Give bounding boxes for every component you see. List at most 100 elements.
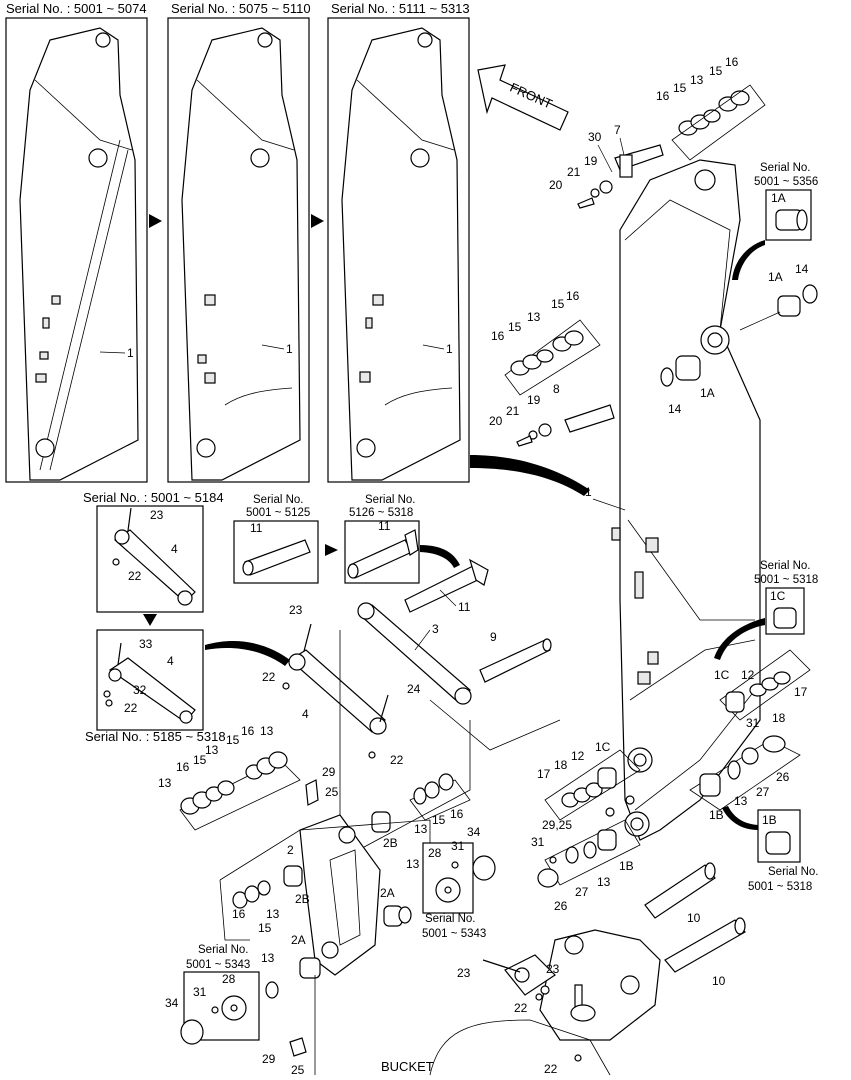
svg-text:25: 25 <box>325 785 339 799</box>
top-panel-2-serial: Serial No. : 5075 ~ 5110 <box>171 1 311 16</box>
callout-7: 7 <box>614 123 621 137</box>
front-arrow-icon: FRONT <box>477 64 569 131</box>
svg-text:13: 13 <box>261 951 275 965</box>
top-panel-1: Serial No. : 5001 ~ 5074 1 <box>5 1 148 483</box>
callout-30: 30 <box>588 130 602 144</box>
callout-19: 19 <box>584 154 598 168</box>
svg-text:23: 23 <box>546 962 560 976</box>
svg-text:Serial No.: Serial No. <box>760 162 811 174</box>
svg-text:1A: 1A <box>768 270 783 284</box>
svg-text:Serial No.: Serial No. <box>760 560 811 572</box>
svg-text:15: 15 <box>508 320 522 334</box>
svg-text:34: 34 <box>467 825 481 839</box>
svg-text:20: 20 <box>489 414 503 428</box>
svg-text:29,25: 29,25 <box>542 818 572 832</box>
callout-16: 16 <box>725 55 739 69</box>
svg-text:10: 10 <box>687 911 701 925</box>
svg-text:9: 9 <box>490 630 497 644</box>
svg-text:Serial No.: Serial No. <box>198 944 249 956</box>
bucket: BUCKET <box>381 929 661 1076</box>
svg-text:5001 ~ 5343: 5001 ~ 5343 <box>422 928 486 940</box>
top-panel-1-serial: Serial No. : 5001 ~ 5074 <box>6 1 147 16</box>
top-panel-3-serial: Serial No. : 5111 ~ 5313 <box>331 1 470 16</box>
svg-text:16: 16 <box>450 807 464 821</box>
svg-text:4: 4 <box>171 542 178 556</box>
svg-text:24: 24 <box>407 682 421 696</box>
svg-text:2: 2 <box>287 843 294 857</box>
svg-text:15: 15 <box>551 297 565 311</box>
svg-text:25: 25 <box>291 1063 305 1077</box>
bush-1b-box: 1B Serial No. 5001 ~ 5318 <box>748 809 819 893</box>
svg-text:2B: 2B <box>295 892 310 906</box>
pin-11-box-a: Serial No. 5001 ~ 5125 11 <box>233 494 319 584</box>
bush-1a-box: Serial No. 5001 ~ 5356 1A <box>754 162 818 241</box>
bracket-2: 2 2B 2B 2A 2A <box>283 811 403 979</box>
svg-text:5126 ~ 5318: 5126 ~ 5318 <box>349 507 413 519</box>
svg-text:4: 4 <box>302 707 309 721</box>
link-4-bottom-box: 33 4 32 22 Serial No. : 5185 ~ 5318 <box>85 629 226 744</box>
svg-text:16: 16 <box>232 907 246 921</box>
svg-text:Serial No.: Serial No. <box>768 866 819 878</box>
svg-text:3: 3 <box>432 622 439 636</box>
callout-15: 15 <box>673 81 687 95</box>
svg-text:31: 31 <box>193 985 207 999</box>
svg-text:29: 29 <box>322 765 336 779</box>
link-4-top-box: Serial No. : 5001 ~ 5184 23 4 22 <box>83 490 224 613</box>
svg-text:12: 12 <box>571 749 585 763</box>
svg-text:5001 ~ 5356: 5001 ~ 5356 <box>754 176 818 188</box>
svg-text:BUCKET: BUCKET <box>381 1059 434 1074</box>
svg-text:13: 13 <box>597 875 611 889</box>
svg-text:22: 22 <box>262 670 276 684</box>
svg-text:11: 11 <box>378 519 391 533</box>
next-arrow-icon <box>149 214 162 228</box>
svg-text:15: 15 <box>193 753 207 767</box>
washer-stack-left: 16 15 13 13 16 15 13 <box>158 724 301 831</box>
svg-text:1B: 1B <box>762 813 777 827</box>
svg-text:2A: 2A <box>291 933 306 947</box>
svg-text:11: 11 <box>458 600 471 614</box>
top-panel-3: Serial No. : 5111 ~ 5313 1 <box>327 1 470 483</box>
svg-text:22: 22 <box>390 753 404 767</box>
svg-text:23: 23 <box>150 508 164 522</box>
svg-text:22: 22 <box>124 701 138 715</box>
svg-text:2A: 2A <box>380 886 395 900</box>
svg-text:1C: 1C <box>595 740 611 754</box>
svg-text:1C: 1C <box>714 668 730 682</box>
callout-15: 15 <box>709 64 723 78</box>
svg-text:15: 15 <box>258 921 272 935</box>
washer-stack-top-right: 16 15 13 15 16 <box>656 55 766 161</box>
svg-text:2B: 2B <box>383 836 398 850</box>
svg-text:31: 31 <box>531 835 545 849</box>
svg-text:15: 15 <box>432 813 446 827</box>
svg-text:Serial No.: Serial No. <box>365 494 416 506</box>
svg-text:16: 16 <box>176 760 190 774</box>
svg-text:18: 18 <box>772 711 786 725</box>
svg-text:13: 13 <box>260 724 274 738</box>
svg-text:33: 33 <box>139 637 153 651</box>
svg-text:13: 13 <box>527 310 541 324</box>
svg-text:22: 22 <box>128 569 142 583</box>
svg-text:28: 28 <box>428 846 442 860</box>
svg-text:8: 8 <box>553 382 560 396</box>
svg-text:12: 12 <box>741 668 755 682</box>
svg-text:17: 17 <box>537 767 551 781</box>
top-panel-3-part: 1 <box>446 342 453 356</box>
svg-text:13: 13 <box>205 743 219 757</box>
svg-text:18: 18 <box>554 758 568 772</box>
svg-text:21: 21 <box>506 404 520 418</box>
svg-text:Serial No. : 5185 ~ 5318: Serial No. : 5185 ~ 5318 <box>85 729 226 744</box>
svg-text:22: 22 <box>544 1062 558 1076</box>
svg-text:5001 ~ 5125: 5001 ~ 5125 <box>246 507 310 519</box>
svg-text:28: 28 <box>222 972 236 986</box>
svg-text:26: 26 <box>776 770 790 784</box>
svg-text:5001 ~ 5318: 5001 ~ 5318 <box>748 881 812 893</box>
top-panel-2: Serial No. : 5075 ~ 5110 1 <box>167 1 311 483</box>
callout-20: 20 <box>549 178 563 192</box>
pin-11-box-b: Serial No. 5126 ~ 5318 11 <box>344 494 420 584</box>
svg-text:15: 15 <box>226 733 240 747</box>
svg-text:10: 10 <box>712 974 726 988</box>
top-panel-1-part: 1 <box>127 346 134 360</box>
callout-1: 1 <box>585 485 592 499</box>
callout-16: 16 <box>656 89 670 103</box>
svg-text:31: 31 <box>746 716 760 730</box>
